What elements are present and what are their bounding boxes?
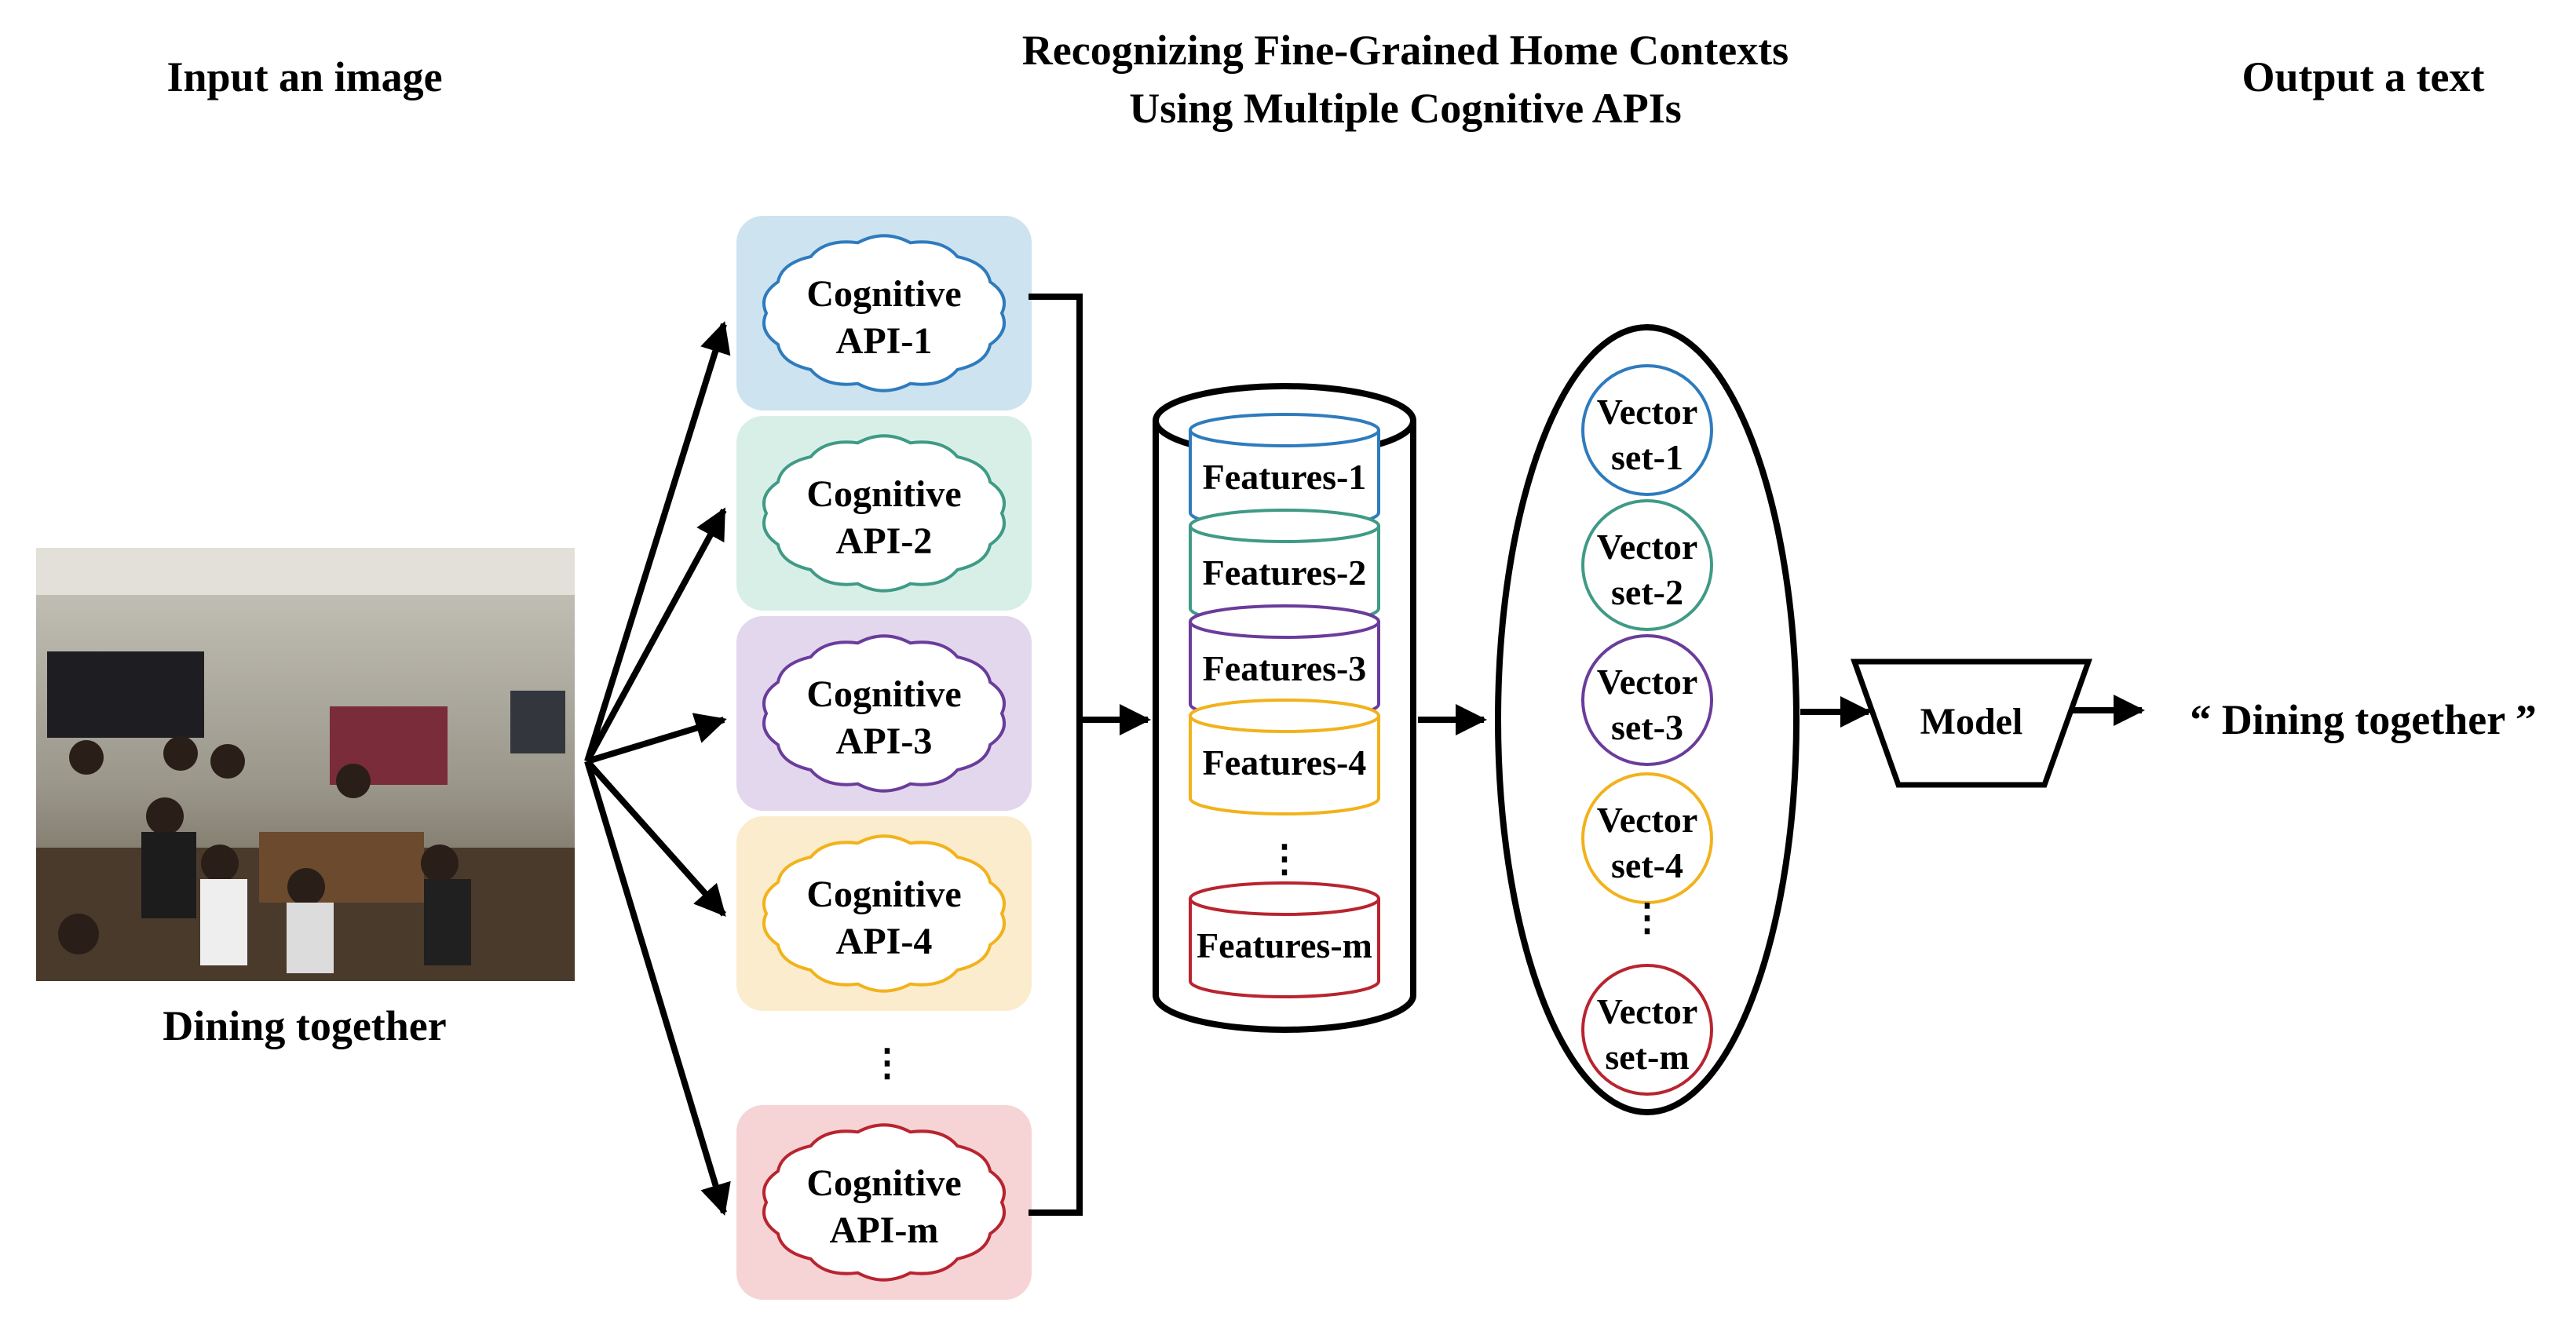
vector-set-2: Vector set-2: [1581, 499, 1713, 631]
input-photo: [36, 548, 575, 981]
feature-slice-5: Features-m: [1189, 881, 1380, 998]
feature-label: Features-4: [1203, 742, 1367, 783]
vector-label-line2: set-4: [1611, 845, 1683, 885]
api-label-line1: Cognitive: [806, 673, 961, 715]
api-label-line1: Cognitive: [806, 273, 961, 315]
vector-label-line1: Vector: [1597, 991, 1698, 1031]
cognitive-api-list: CognitiveAPI-1CognitiveAPI-2CognitiveAPI…: [736, 216, 1032, 1300]
feature-disk-top: [1189, 881, 1380, 916]
features-ellipsis: ⋮: [1266, 838, 1303, 880]
vectors-ellipsis: ⋮: [1628, 897, 1666, 939]
feature-label: Features-3: [1203, 648, 1367, 688]
api-label-line2: API-1: [836, 320, 933, 362]
vector-circle: [1581, 964, 1713, 1096]
api-label-line1: Cognitive: [806, 874, 961, 915]
vector-label-line1: Vector: [1597, 527, 1698, 567]
feature-slice-2: Features-2: [1189, 509, 1380, 626]
vector-list: Vectorset-1Vectorset-2Vectorset-3Vectors…: [1581, 364, 1713, 1096]
vector-label-line2: set-2: [1611, 572, 1683, 612]
api-ellipsis: ⋮: [868, 1042, 906, 1084]
api-label-line2: API-m: [830, 1209, 939, 1251]
feature-label: Features-1: [1203, 457, 1367, 497]
feature-label: Features-2: [1203, 553, 1367, 593]
api-label-line2: API-4: [836, 921, 933, 962]
input-header: Input an image: [166, 53, 442, 100]
vector-label-line1: Vector: [1597, 662, 1698, 702]
title-line-2: Using Multiple Cognitive APIs: [1129, 85, 1682, 132]
output-text: “ Dining together ”: [2190, 696, 2537, 743]
vector-circle: [1581, 634, 1713, 766]
feature-disk-top: [1189, 509, 1380, 543]
api-merge-bracket: [1029, 294, 1151, 1216]
feature-disk-top: [1189, 699, 1380, 733]
feature-slice-4: Features-4: [1189, 699, 1380, 815]
vector-circle: [1581, 772, 1713, 904]
cloud-icon: [762, 434, 1006, 593]
feature-list: Features-1Features-2Features-3Features-4…: [1189, 413, 1380, 998]
vector-label-line2: set-1: [1611, 437, 1683, 477]
vector-set-5: Vector set-m: [1581, 964, 1713, 1096]
feature-slice-1: Features-1: [1189, 413, 1380, 530]
vector-circle: [1581, 364, 1713, 496]
api-label-line2: API-2: [836, 520, 933, 562]
model-label: Model: [1920, 701, 2023, 742]
api-label-line1: Cognitive: [806, 1162, 961, 1204]
cloud-icon: [762, 834, 1006, 993]
fan-out-arrows: [584, 321, 731, 1216]
cloud-icon: [762, 634, 1006, 793]
photo-caption: Dining together: [163, 1002, 446, 1049]
vector-set-1: Vector set-1: [1581, 364, 1713, 496]
vector-circle: [1581, 499, 1713, 631]
vector-label-line2: set-m: [1605, 1037, 1689, 1077]
feature-disk-top: [1189, 604, 1380, 639]
api-label-line1: Cognitive: [806, 473, 961, 515]
feature-label: Features-m: [1197, 925, 1372, 965]
vector-label-line1: Vector: [1597, 392, 1698, 432]
vector-label-line2: set-3: [1611, 707, 1683, 747]
feature-disk-body: [1189, 899, 1380, 998]
output-header: Output a text: [2242, 53, 2485, 100]
vector-set-4: Vector set-4: [1581, 772, 1713, 904]
feature-disk-top: [1189, 413, 1380, 447]
title-line-1: Recognizing Fine-Grained Home Contexts: [1022, 27, 1789, 74]
vector-set-3: Vector set-3: [1581, 634, 1713, 766]
api-label-line2: API-3: [836, 721, 933, 762]
vector-label-line1: Vector: [1597, 800, 1698, 840]
cloud-icon: [762, 234, 1006, 392]
feature-disk-body: [1189, 716, 1380, 815]
cloud-icon: [762, 1123, 1006, 1282]
model-box: [1851, 659, 2092, 788]
